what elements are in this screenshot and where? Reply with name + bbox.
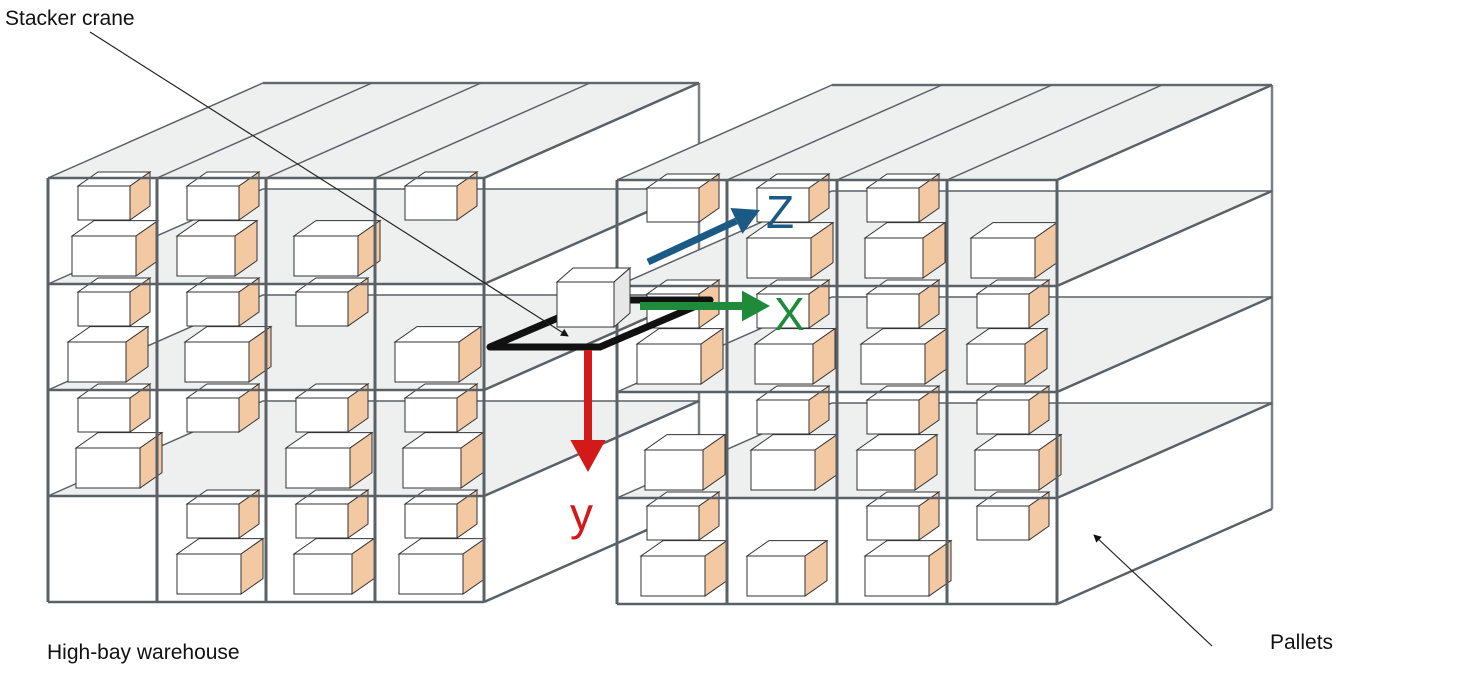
box-front [177, 554, 241, 594]
box-front [751, 450, 815, 490]
pallet-box [286, 433, 372, 488]
pallet-box [68, 327, 148, 382]
box-front [861, 344, 925, 384]
box-front [78, 186, 130, 220]
left-rack [48, 83, 699, 602]
box-front [296, 398, 348, 432]
box-front [757, 400, 809, 434]
pallet-box [967, 329, 1047, 384]
box-front [296, 292, 348, 326]
y-axis-label: y [570, 488, 593, 540]
pallet-box [751, 435, 837, 490]
box-front [72, 236, 136, 276]
box-front [187, 292, 239, 326]
box-front [187, 398, 239, 432]
box-front [405, 186, 457, 220]
pallet-box [177, 539, 263, 594]
box-front [645, 450, 703, 490]
box-front [975, 450, 1039, 490]
pallet-box [637, 329, 723, 384]
pallet-box [865, 541, 951, 596]
pallet-box [747, 541, 827, 596]
box-front [296, 504, 348, 538]
pallet-box [294, 221, 380, 276]
pallet-box [971, 223, 1057, 278]
pallets-leader [1094, 535, 1212, 646]
right-rack [617, 85, 1272, 604]
pallet-box [395, 327, 481, 382]
box-front [967, 344, 1025, 384]
box-front [971, 238, 1035, 278]
depth-edge [1057, 509, 1272, 604]
box-front [177, 236, 235, 276]
pallet-box [641, 541, 727, 596]
x-axis-label: X [774, 288, 805, 340]
box-front [405, 504, 457, 538]
box-front [405, 398, 457, 432]
pallet-box [645, 435, 725, 490]
box-front [294, 554, 352, 594]
box-front [867, 400, 919, 434]
box-front [865, 556, 929, 596]
box-front [747, 238, 811, 278]
box-front [647, 506, 699, 540]
pallet-box [861, 329, 947, 384]
box-front [403, 448, 461, 488]
pallet-box [975, 435, 1061, 490]
box-front [395, 342, 459, 382]
box-front [647, 188, 699, 222]
box-front [867, 188, 919, 222]
box-front [76, 448, 140, 488]
box-front [865, 238, 923, 278]
pallet-box [72, 221, 158, 276]
box-front [78, 398, 130, 432]
box-front [294, 236, 358, 276]
box-front [867, 294, 919, 328]
box-front [286, 448, 350, 488]
box-front [977, 400, 1029, 434]
box-front [399, 554, 463, 594]
pallet-box [177, 221, 257, 276]
pallet-box [857, 435, 937, 490]
pallet-box [294, 539, 374, 594]
box-front [857, 450, 915, 490]
pallet-box [399, 539, 485, 594]
box-front [977, 506, 1029, 540]
box-front [637, 344, 701, 384]
pallet-box [185, 327, 271, 382]
crane-box-front [557, 282, 614, 327]
box-front [867, 506, 919, 540]
pallet-box [403, 433, 483, 488]
box-front [187, 504, 239, 538]
box-front [747, 556, 805, 596]
box-front [78, 292, 130, 326]
box-front [187, 186, 239, 220]
z-axis-label: Z [766, 186, 794, 238]
pallet-box [865, 223, 945, 278]
box-front [977, 294, 1029, 328]
pallet-box [76, 433, 162, 488]
box-front [68, 342, 126, 382]
box-front [755, 344, 813, 384]
box-front [641, 556, 705, 596]
box-front [185, 342, 249, 382]
